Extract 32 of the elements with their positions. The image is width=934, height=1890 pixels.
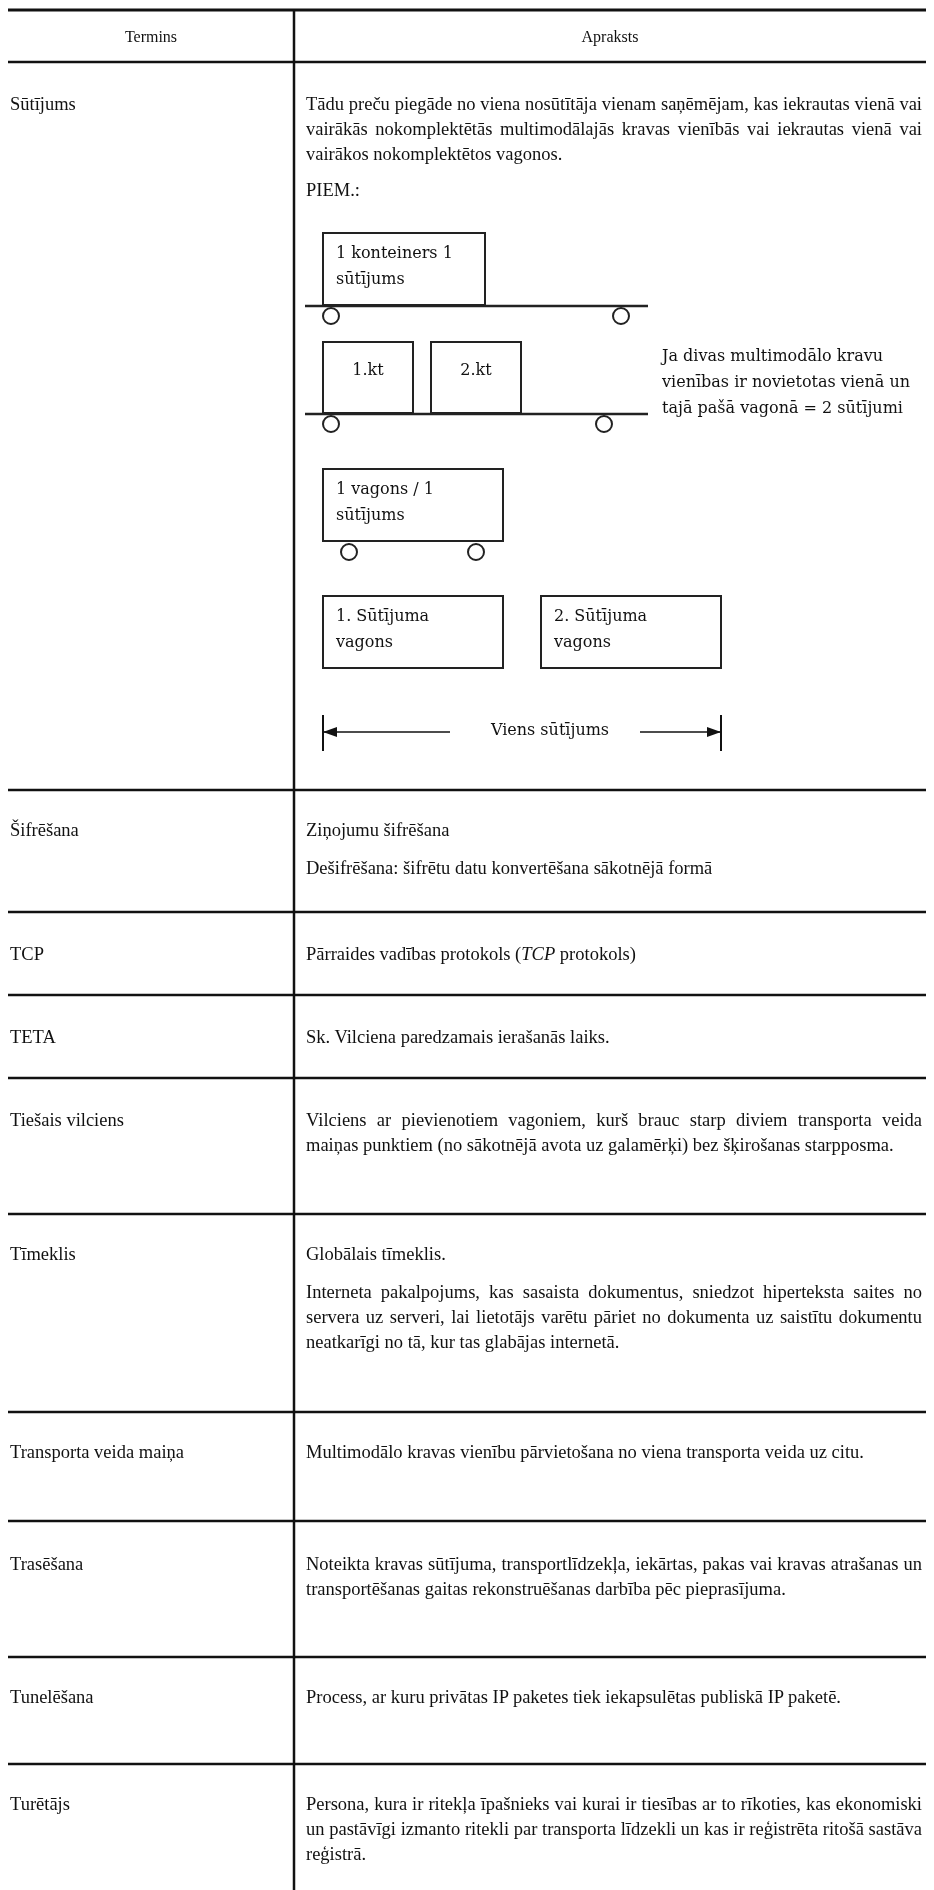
description-text: Tādu preču piegāde no viena nosūtītāja vienam saņēmējam, kas iekrautas vienā vai vairākās nokomplektētās multimodālajās kravas vienībās vai iekrautas vienā vai vairākos nokomplektētos vagonos.: [306, 93, 922, 166]
container-box: 2.kt: [430, 341, 522, 414]
container-box: 1 konteiners 1 sūtījums: [322, 232, 486, 306]
term-text: TCP: [10, 943, 45, 966]
term-text: Tīmeklis: [10, 1243, 77, 1266]
term-text: Transporta veida maiņa: [10, 1441, 185, 1464]
description-text: Persona, kura ir ritekļa īpašnieks vai kurai ir tiesības ar to rīkoties, kas ekonomiski un pastāvīgi izmanto ritekli par transporta līdzekli un kas ir reģistrēta ritošā sastāva reģistrā.: [306, 1793, 922, 1866]
description-text: Multimodālo kravas vienību pārvietošana no viena transporta veida uz citu.: [306, 1441, 865, 1464]
description-text: Vilciens ar pievienotiem vagoniem, kurš brauc starp diviem transporta veida maiņas punktiem (no sākotnējā avota uz galamērķi) bez šķirošanas starpposma.: [306, 1109, 922, 1157]
example-heading: PIEM.:: [306, 179, 361, 202]
term-text: Šifrēšana: [10, 818, 80, 842]
note-text: Ja divas multimodālo kravu vienības ir novietotas vienā un tajā pašā vagonā = 2 sūtījumi: [662, 345, 912, 419]
description-text: Pārraides vadības protokols (TCP protokols): [306, 943, 637, 966]
description-text: Process, ar kuru privātas IP paketes tiek iekapsulētas publiskā IP paketē.: [306, 1686, 842, 1709]
description-text: Interneta pakalpojums, kas sasaista dokumentus, sniedzot hiperteksta saites no servera uz serveri, lai lietotājs varētu pāriet no dokumenta uz saistītu dokumentu neatkarīgi no tā, kur tas glabājas internetā.: [306, 1281, 922, 1354]
wagon-box: 1 vagons / 1 sūtījums: [322, 468, 504, 542]
column-header: Apraksts: [580, 27, 640, 48]
term-text: Trasēšana: [10, 1553, 85, 1576]
column-header: Termins: [123, 27, 179, 47]
term-text: Tiešais vilciens: [10, 1109, 125, 1132]
term-text: Sūtījums: [10, 93, 77, 116]
wagon-box: 1. Sūtījuma vagons: [322, 595, 504, 669]
term-text: Turētājs: [10, 1793, 71, 1816]
description-text: Globālais tīmeklis.: [306, 1243, 447, 1266]
term-text: TETA: [10, 1026, 57, 1049]
container-box: 1.kt: [322, 341, 414, 414]
description-text: Ziņojumu šifrēšana: [306, 819, 451, 842]
term-text: Tunelēšana: [10, 1686, 95, 1709]
wagon-box: 2. Sūtījuma vagons: [540, 595, 722, 669]
description-text: Dešifrēšana: šifrētu datu konvertēšana sākotnējā formā: [306, 857, 714, 880]
description-text: Noteikta kravas sūtījuma, transportlīdzekļa, iekārtas, pakas vai kravas atrašanas un transportēšanas gaitas rekonstruēšanas darbība pēc pieprasījuma.: [306, 1553, 922, 1601]
description-text: Sk. Vilciena paredzamais ierašanās laiks.: [306, 1026, 611, 1049]
